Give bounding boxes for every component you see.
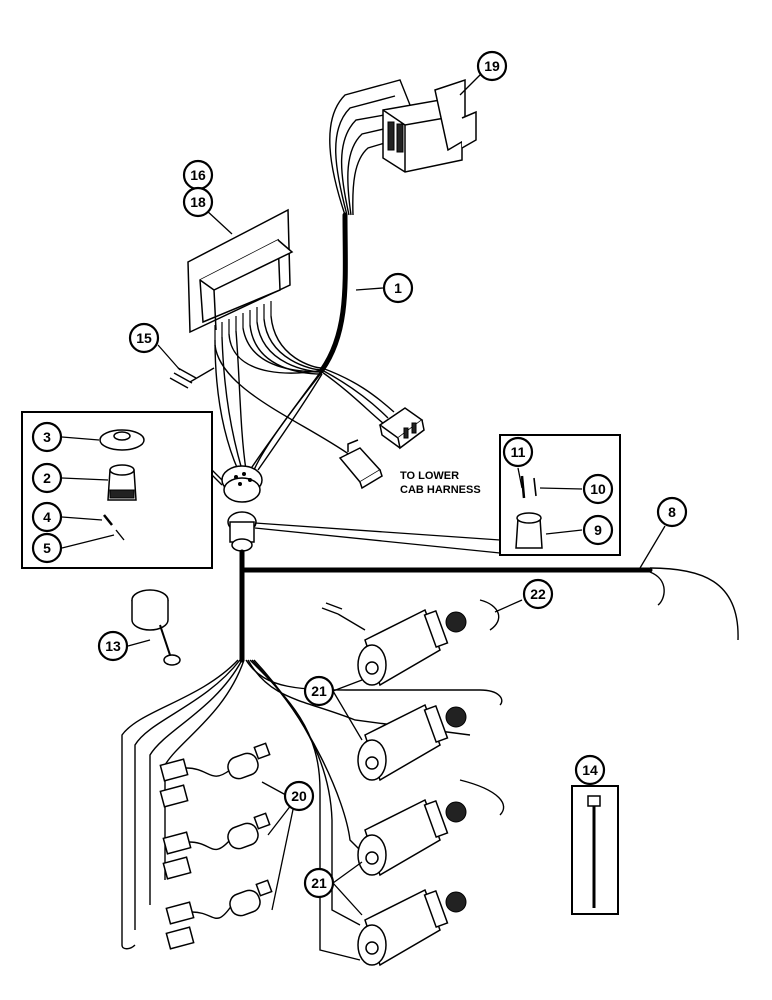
upper-connector: [321, 367, 425, 450]
callout-21-upper: 21: [303, 675, 335, 707]
svg-text:15: 15: [136, 330, 152, 346]
lower-cab-connector: [338, 439, 383, 490]
svg-text:13: 13: [105, 638, 121, 654]
svg-text:9: 9: [594, 522, 602, 538]
cable-tie-box: [571, 785, 619, 915]
note-cab-harness: CAB HARNESS: [400, 484, 481, 496]
svg-text:2: 2: [43, 470, 51, 486]
svg-text:1: 1: [394, 280, 402, 296]
callout-1: 1: [382, 272, 414, 304]
callout-16: 16: [182, 159, 214, 191]
svg-text:18: 18: [190, 194, 206, 210]
svg-text:5: 5: [43, 540, 51, 556]
solenoid-4: [357, 888, 467, 967]
callout-20: 20: [283, 780, 315, 812]
svg-text:10: 10: [590, 481, 606, 497]
control-module: [187, 208, 294, 340]
svg-text:22: 22: [530, 586, 546, 602]
note-to-lower: TO LOWER: [400, 470, 459, 482]
callout-2: 2: [31, 462, 63, 494]
pressure-switch-1: [159, 742, 271, 808]
pressure-switch-2: [162, 812, 271, 880]
ground-symbol-22: [321, 602, 366, 631]
solenoid-1: [357, 608, 467, 687]
callout-5: 5: [31, 532, 63, 564]
svg-text:4: 4: [43, 509, 51, 525]
callout-8: 8: [656, 496, 688, 528]
solenoid-2: [357, 703, 467, 782]
callout-13: 13: [97, 630, 129, 662]
relay-assembly: [329, 78, 477, 216]
mating-connector: [227, 511, 257, 552]
callout-10: 10: [582, 473, 614, 505]
callout-18: 18: [182, 186, 214, 218]
callout-21-lower: 21: [303, 867, 335, 899]
pressure-switch-3: [165, 879, 273, 950]
inset-box-connector-parts: [21, 411, 223, 569]
svg-text:19: 19: [484, 58, 500, 74]
callout-4: 4: [31, 501, 63, 533]
junction-connector: [221, 465, 263, 503]
branch-wires: [121, 599, 505, 961]
inset-box-terminal-parts: [254, 434, 621, 556]
solenoid-3: [357, 798, 467, 877]
callout-15: 15: [128, 322, 160, 354]
svg-text:3: 3: [43, 429, 51, 445]
ground-symbol-15: [169, 367, 215, 389]
callout-3: 3: [31, 421, 63, 453]
module-wires: [214, 315, 351, 471]
svg-text:14: 14: [582, 762, 598, 778]
svg-text:11: 11: [511, 444, 526, 460]
svg-text:21: 21: [311, 683, 327, 699]
callout-22: 22: [522, 578, 554, 610]
svg-text:21: 21: [311, 875, 327, 891]
callout-19: 19: [476, 50, 508, 82]
svg-text:8: 8: [668, 504, 676, 520]
svg-text:20: 20: [291, 788, 307, 804]
callout-11: 11: [502, 436, 534, 468]
main-harness-trunk: [319, 212, 348, 373]
leader-lines: [61, 69, 666, 916]
svg-text:16: 16: [190, 167, 206, 183]
callout-9: 9: [582, 514, 614, 546]
callout-14: 14: [574, 754, 606, 786]
ground-ring-terminal: [131, 589, 181, 666]
